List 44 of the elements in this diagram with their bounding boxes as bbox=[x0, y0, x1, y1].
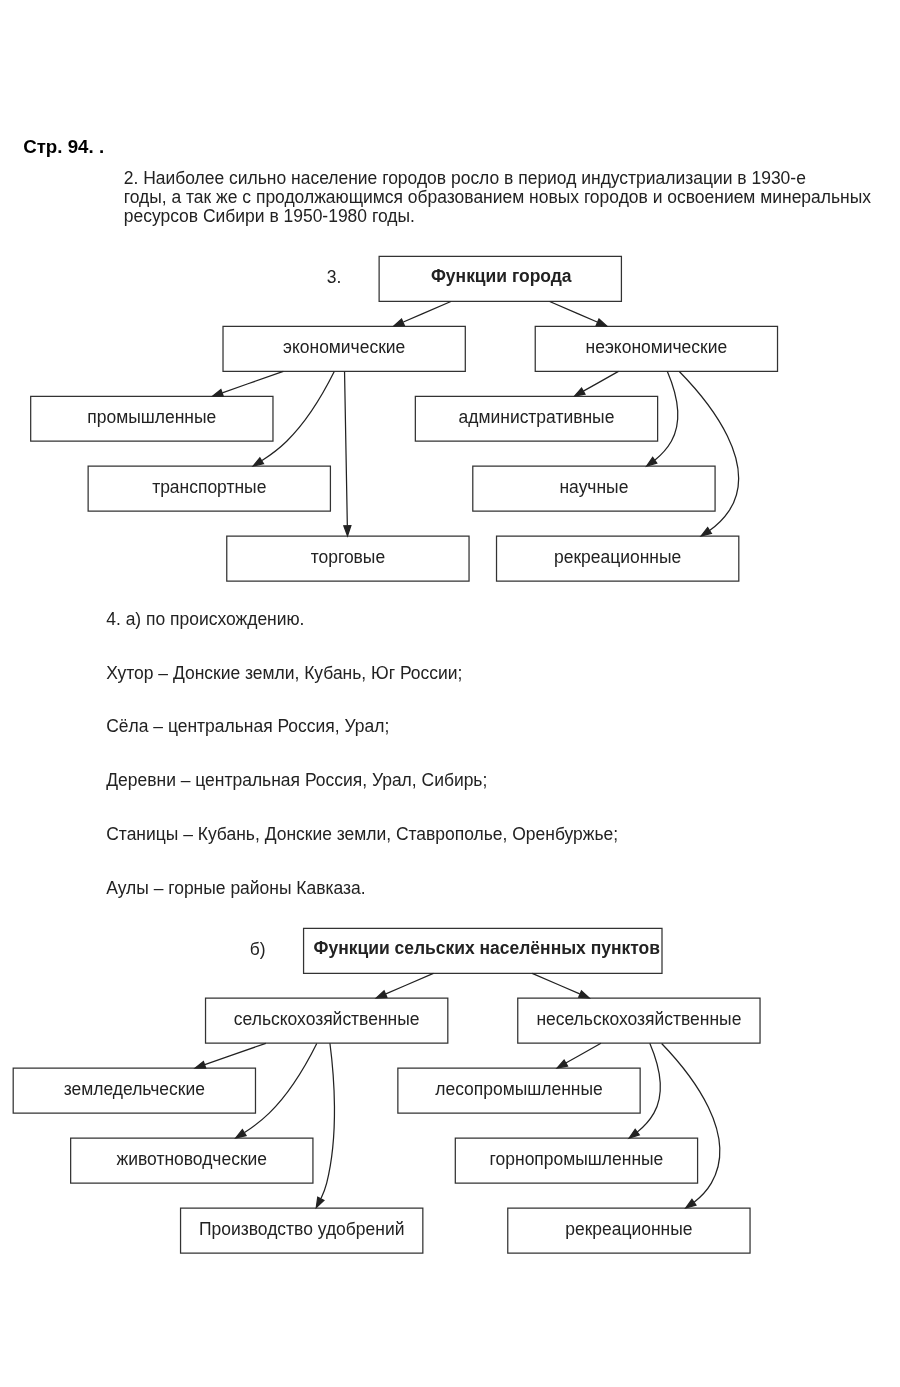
node-box: промышленные bbox=[30, 395, 274, 442]
label: Деревни – центральная Россия, Урал, Сибирь; bbox=[106, 770, 488, 791]
arrow bbox=[645, 370, 679, 468]
node-box: экономические bbox=[222, 325, 466, 372]
arrow bbox=[374, 972, 434, 999]
arrow bbox=[627, 1042, 661, 1140]
diagram-title: Стр. 94. . bbox=[23, 135, 105, 157]
arrow bbox=[678, 370, 740, 537]
arrow bbox=[661, 1042, 721, 1210]
arrow bbox=[531, 972, 592, 999]
node-box: административные bbox=[414, 395, 659, 442]
label: б) bbox=[249, 939, 266, 960]
node-box: рекреационные bbox=[507, 1207, 751, 1254]
node-box: сельскохозяйственные bbox=[204, 997, 449, 1044]
node-box: земледельческие bbox=[12, 1067, 257, 1114]
arrow bbox=[572, 370, 620, 397]
arrow bbox=[549, 300, 609, 327]
arrow bbox=[342, 370, 352, 538]
label: Станицы – Кубань, Донские земли, Ставрополье, Оренбуржье; bbox=[106, 823, 619, 844]
node-box: Производство удобрений bbox=[179, 1207, 424, 1254]
arrow bbox=[392, 300, 452, 327]
node-box: торговые bbox=[226, 535, 470, 582]
node-box: неэкономические bbox=[534, 325, 779, 372]
arrow bbox=[555, 1042, 602, 1069]
label: 3. bbox=[326, 267, 342, 288]
node-box: Функции сельских населённых пунктов bbox=[302, 927, 663, 974]
label: 4. а) по происхождению. bbox=[106, 609, 305, 630]
node-box: горнопромышленные bbox=[454, 1137, 699, 1184]
node-box: животноводческие bbox=[70, 1137, 314, 1184]
node-box: Функции города bbox=[378, 255, 623, 302]
arrow bbox=[251, 370, 335, 468]
node-box: транспортные bbox=[87, 465, 332, 512]
arrow bbox=[210, 370, 284, 397]
node-box: рекреационные bbox=[495, 535, 740, 582]
label: Хутор – Донские земли, Кубань, Юг России; bbox=[106, 662, 463, 683]
label: Аулы – горные районы Кавказа. bbox=[106, 877, 366, 898]
arrow bbox=[193, 1042, 267, 1069]
node-box: несельскохозяйственные bbox=[517, 997, 761, 1044]
node-box: лесопромышленные bbox=[397, 1067, 641, 1114]
label: 2. Наиболее сильно население городов росло в период индустриализации в 1930-е годы, а так же с продолжающимся образованием новых городов и освоением минеральных ресурсов Сибири в 1950-1980 годы. bbox=[123, 168, 872, 226]
label: Сёла – центральная Россия, Урал; bbox=[106, 716, 390, 737]
arrow bbox=[234, 1042, 318, 1139]
node-box: научные bbox=[472, 465, 716, 512]
arrow bbox=[315, 1042, 336, 1210]
